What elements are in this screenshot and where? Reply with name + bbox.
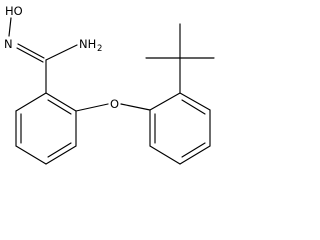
ring2-bond-4 [179,145,211,165]
ring2-inner-bond-1 [181,99,206,115]
ring1-bond-6 [15,92,47,112]
ring1-bond-4 [15,145,47,165]
imine-nitrogen-label: N [4,37,13,51]
bond-c-n-double-1 [17,43,45,59]
bond-c-n-double-2 [16,47,44,63]
ring2-inner-bond-2 [181,142,206,158]
bond-c-nh2 [45,44,78,61]
bond-n-oh [8,17,12,37]
ring2-bond-1 [149,92,181,111]
hydroxyl-label: HO [5,4,23,18]
ring1-bond-1 [45,92,77,112]
amine-label: NH [79,37,96,51]
ring2-bond-2 [179,92,211,111]
ring2-bond-5 [149,145,181,165]
bond-ring1-o [75,103,109,112]
ring1-inner-bond-2 [47,142,72,158]
chemical-structure-diagram: HO N NH 2 O [4,4,215,165]
ring1-inner-bond-1 [47,99,72,115]
bond-o-ring2 [120,103,151,111]
ether-oxygen-label: O [110,97,119,111]
ring1-bond-3 [45,145,77,165]
amine-subscript: 2 [97,44,102,54]
